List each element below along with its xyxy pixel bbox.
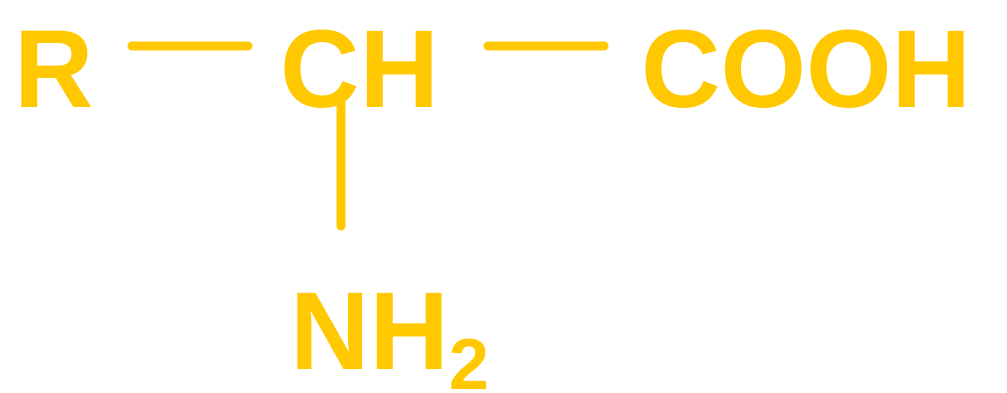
- alpha-carbon-label: CH: [280, 8, 439, 131]
- r-group-label: R: [14, 8, 93, 131]
- amino-group-subscript: 2: [449, 325, 489, 393]
- amino-group-label: NH2: [290, 270, 489, 393]
- amino-group-text: NH: [290, 270, 449, 393]
- carboxyl-group-label: COOH: [641, 8, 971, 131]
